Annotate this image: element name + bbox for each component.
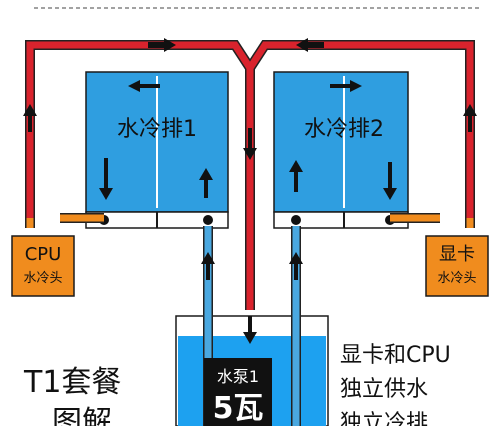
description-line2: 独立供水 bbox=[340, 377, 428, 402]
gpu-block-subtitle: 水冷头 bbox=[437, 271, 476, 286]
cpu-block-subtitle: 水冷头 bbox=[23, 271, 62, 286]
radiator-1: 水冷排1 bbox=[85, 71, 229, 229]
pump-power: 5瓦 bbox=[213, 391, 264, 426]
pump: 水泵1 5瓦 bbox=[204, 358, 272, 426]
pump-label: 水泵1 bbox=[217, 367, 259, 386]
cpu-block-title: CPU bbox=[25, 244, 62, 265]
gpu-water-block: 显卡 水冷头 bbox=[425, 235, 489, 297]
radiator-2-label: 水冷排2 bbox=[304, 117, 384, 142]
radiator-2: 水冷排2 bbox=[273, 71, 409, 229]
radiator-2-outlet-port bbox=[291, 215, 301, 225]
radiator-1-outlet-port bbox=[203, 215, 213, 225]
radiator-1-label: 水冷排1 bbox=[117, 117, 197, 142]
cpu-water-block: CPU 水冷头 bbox=[11, 235, 75, 297]
block-connectors bbox=[25, 213, 475, 228]
package-title-line2: 图解 bbox=[52, 405, 112, 426]
description-line3: 独立冷排 bbox=[340, 411, 428, 426]
pipe-flow-arrows bbox=[23, 38, 477, 344]
gpu-block-title: 显卡 bbox=[439, 244, 475, 265]
radiator-2-flow-arrows bbox=[289, 80, 397, 200]
description-line1: 显卡和CPU bbox=[340, 343, 451, 368]
radiator-1-flow-arrows bbox=[99, 80, 213, 200]
package-title-line1: T1套餐 bbox=[23, 365, 121, 400]
